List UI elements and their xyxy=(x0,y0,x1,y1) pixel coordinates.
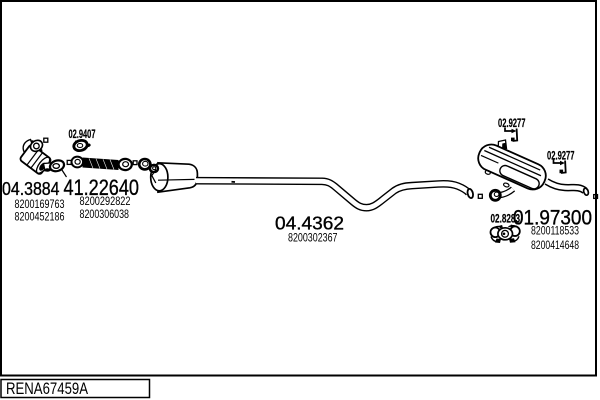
svg-text:02.9277: 02.9277 xyxy=(547,149,575,163)
svg-text:RENA67459A: RENA67459A xyxy=(6,380,88,398)
svg-text:8200452186: 8200452186 xyxy=(15,211,65,223)
svg-text:8200292822: 8200292822 xyxy=(80,196,131,208)
svg-text:02.9407: 02.9407 xyxy=(69,127,96,141)
svg-text:8200414648: 8200414648 xyxy=(531,240,579,252)
svg-text:8200302367: 8200302367 xyxy=(288,233,338,245)
svg-text:01.97300: 01.97300 xyxy=(513,206,592,230)
svg-text:02.8283: 02.8283 xyxy=(491,211,521,225)
svg-text:8200169763: 8200169763 xyxy=(15,199,65,211)
svg-text:8200306038: 8200306038 xyxy=(80,209,130,221)
svg-text:02.9277: 02.9277 xyxy=(498,116,526,130)
svg-text:41.22640: 41.22640 xyxy=(64,175,140,200)
svg-text:04.4362: 04.4362 xyxy=(275,214,344,234)
svg-text:04.3884: 04.3884 xyxy=(2,178,60,199)
svg-text:8200118533: 8200118533 xyxy=(531,226,579,238)
